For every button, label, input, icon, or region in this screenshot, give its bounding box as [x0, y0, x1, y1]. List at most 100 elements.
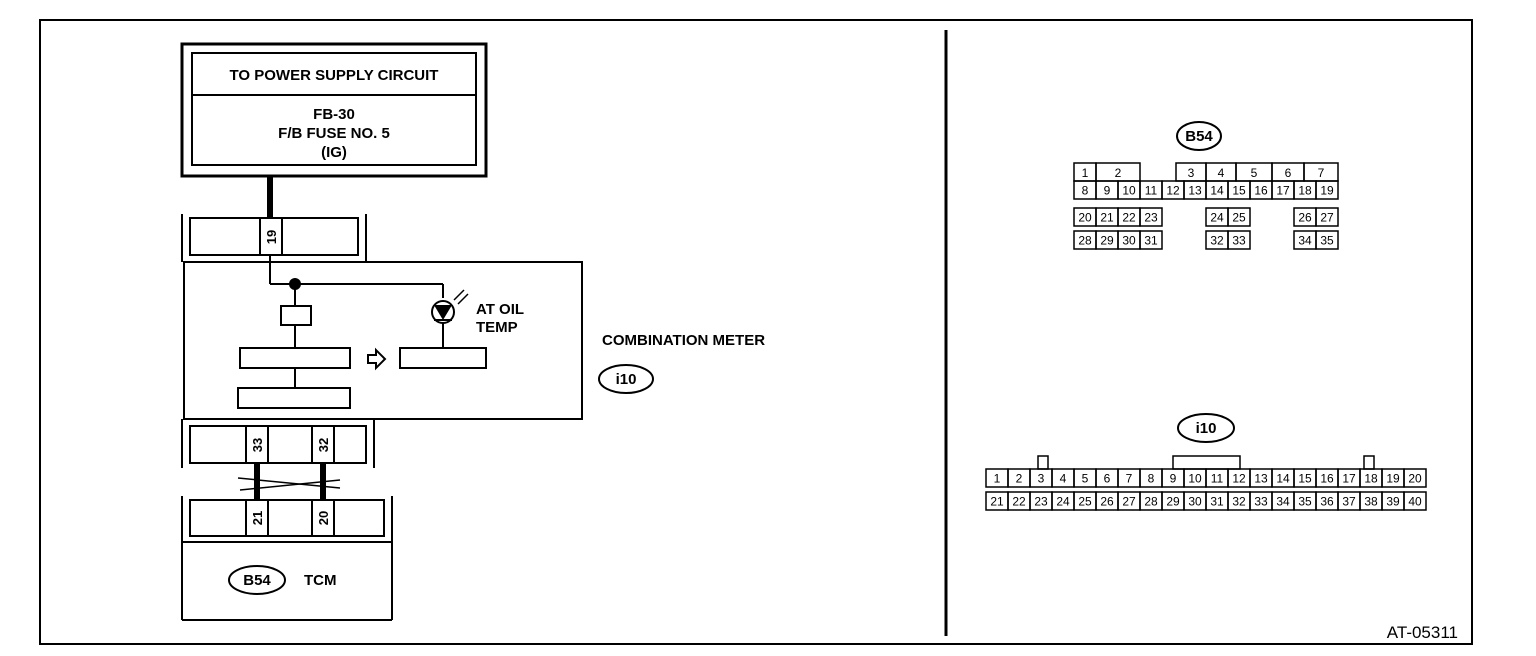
tcm-connector-badge: [228, 565, 286, 595]
lamp-label-1: AT OIL: [476, 301, 524, 318]
b54-id: B54: [1185, 128, 1213, 145]
connector-pin-number: 24: [1056, 494, 1070, 508]
connector-pin-cell: 13: [1249, 468, 1273, 488]
connector-pin-cell: 30: [1183, 491, 1207, 511]
connector-pin-number: 40: [1408, 494, 1422, 508]
connector-pin-cell: 11: [1139, 180, 1163, 200]
connector-pin-cell: 1: [1073, 162, 1097, 182]
connector-pin-number: 7: [1126, 472, 1133, 486]
outer-frame: [39, 19, 1473, 645]
connector-pin-cell: 24: [1205, 207, 1229, 227]
pin-19: 19: [264, 230, 279, 244]
connector-pin-number: 33: [1232, 233, 1246, 247]
connector-pin-cell: 3: [1175, 162, 1207, 182]
connector-pin-number: 18: [1298, 183, 1312, 197]
connector-pin-cell: 36: [1315, 491, 1339, 511]
connector-pin-number: 5: [1082, 472, 1089, 486]
connector-pin-cell: 25: [1073, 491, 1097, 511]
figure-code: AT-05311: [1387, 623, 1458, 642]
connector-pin-number: 26: [1100, 494, 1114, 508]
connector-pin-number: 13: [1188, 183, 1202, 197]
fuse-id: FB-30: [313, 106, 355, 123]
connector-pin-number: 28: [1144, 494, 1158, 508]
connector-pin-number: 10: [1188, 472, 1202, 486]
meter-connector-badge: [598, 364, 654, 394]
power-box-title: TO POWER SUPPLY CIRCUIT: [230, 67, 439, 84]
connector-pin-number: 5: [1251, 166, 1258, 180]
connector-pin-number: 12: [1166, 183, 1180, 197]
connector-pin-number: 30: [1122, 233, 1136, 247]
resistor: [280, 305, 312, 326]
connector-pin-cell: 2: [1095, 162, 1141, 182]
meter-label: COMBINATION METER: [602, 332, 765, 349]
connector-pin-cell: 2: [1007, 468, 1031, 488]
connector-pin-cell: 8: [1073, 180, 1097, 200]
connector-pin-cell: 33: [1249, 491, 1273, 511]
connector-pin-cell: 22: [1117, 207, 1141, 227]
control-block-1: [239, 347, 351, 369]
connector-pin-cell: 18: [1293, 180, 1317, 200]
connector-pin-cell: 28: [1139, 491, 1163, 511]
connector-pin-cell: 34: [1271, 491, 1295, 511]
connector-pin-cell: 33: [1227, 230, 1251, 250]
connector-pin-cell: 9: [1161, 468, 1185, 488]
pin-33: 33: [250, 438, 265, 452]
fuse-name: F/B FUSE NO. 5: [278, 125, 390, 142]
arrow-right-icon: [367, 347, 387, 371]
connector-pin-number: 29: [1166, 494, 1180, 508]
connector-pin-number: 20: [1408, 472, 1422, 486]
lamp-label-2: TEMP: [476, 319, 518, 336]
connector-pin-number: 10: [1122, 183, 1136, 197]
connector-pin-number: 18: [1364, 472, 1378, 486]
combination-meter: 19 AT OIL TEMP COMBINATION METER i: [181, 214, 765, 468]
tcm-label: TCM: [304, 572, 337, 589]
i10-id: i10: [1196, 420, 1217, 437]
connector-pin-cell: 7: [1303, 162, 1339, 182]
connector-pin-number: 27: [1122, 494, 1136, 508]
connector-pin-number: 2: [1016, 472, 1023, 486]
connector-pin-cell: 35: [1315, 230, 1339, 250]
connector-pin-cell: 21: [985, 491, 1009, 511]
connector-pin-cell: 32: [1205, 230, 1229, 250]
connector-pin-number: 4: [1218, 166, 1225, 180]
connector-pin-cell: 6: [1271, 162, 1305, 182]
connector-pin-number: 22: [1012, 494, 1026, 508]
control-block-2: [237, 387, 351, 409]
connector-pin-cell: 21: [1095, 207, 1119, 227]
connector-pin-number: 13: [1254, 472, 1268, 486]
connector-pin-number: 20: [1078, 210, 1092, 224]
meter-top-connector: [189, 217, 359, 256]
connector-pin-cell: 8: [1139, 468, 1163, 488]
twisted-pair-wires: [237, 463, 341, 500]
connector-pin-cell: 26: [1095, 491, 1119, 511]
connector-pin-cell: 4: [1051, 468, 1075, 488]
connector-pin-cell: 15: [1227, 180, 1251, 200]
connector-pin-cell: 38: [1359, 491, 1383, 511]
connector-pin-number: 11: [1145, 183, 1158, 197]
connector-pin-cell: 39: [1381, 491, 1405, 511]
connector-pin-cell: 40: [1403, 491, 1427, 511]
connector-pin-cell: 27: [1117, 491, 1141, 511]
connector-pin-cell: 11: [1205, 468, 1229, 488]
meter-bottom-connector: [189, 425, 367, 464]
connector-pin-cell: 31: [1139, 230, 1163, 250]
tcm-connector: [189, 499, 385, 537]
connector-pin-number: 27: [1320, 210, 1334, 224]
connector-pin-cell: 4: [1205, 162, 1237, 182]
connector-pin-number: 2: [1115, 166, 1122, 180]
connector-pin-number: 28: [1078, 233, 1092, 247]
connector-pin-cell: 5: [1073, 468, 1097, 488]
connector-pin-number: 1: [994, 472, 1001, 486]
connector-pin-number: 7: [1318, 166, 1325, 180]
connector-pin-number: 16: [1320, 472, 1334, 486]
connector-pin-cell: 23: [1139, 207, 1163, 227]
connector-pin-number: 21: [990, 494, 1004, 508]
connector-pin-cell: 13: [1183, 180, 1207, 200]
connector-pin-number: 4: [1060, 472, 1067, 486]
connector-pin-number: 19: [1320, 183, 1334, 197]
connector-pin-number: 9: [1104, 183, 1111, 197]
connector-pin-number: 39: [1386, 494, 1400, 508]
